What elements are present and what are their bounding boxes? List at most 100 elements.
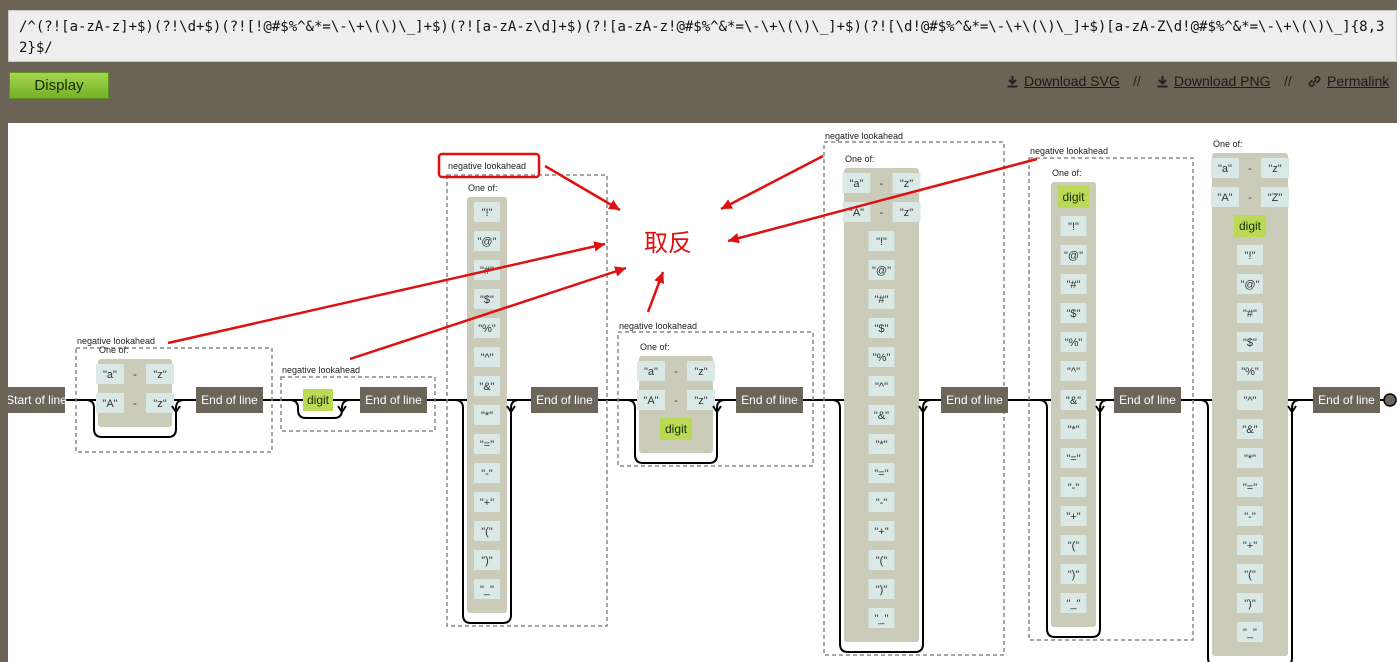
literal-text: "%" (478, 323, 496, 335)
literal-box (868, 231, 895, 251)
literal-text: "a" (103, 369, 117, 381)
literal-text: "+" (1243, 540, 1257, 552)
annotation-text: 取反 (644, 229, 692, 257)
one-of-label: One of: (1213, 139, 1243, 149)
literal-box (146, 393, 174, 413)
range-dash: - (674, 366, 678, 378)
literal-text: "-" (1068, 482, 1080, 494)
rail-line (454, 399, 520, 624)
literal-text: "&" (1242, 424, 1257, 436)
literal-box (1060, 274, 1087, 294)
lookahead-box (1028, 157, 1194, 641)
rail-line (506, 405, 516, 413)
literal-text: "%" (1241, 366, 1259, 378)
literal-text: "+" (480, 497, 494, 509)
literal-text: "@" (1064, 250, 1083, 262)
lookahead-box (75, 347, 273, 453)
literal-text: "a" (1218, 163, 1232, 175)
literal-text: "_" (875, 613, 889, 625)
literal-box (892, 202, 921, 222)
display-button[interactable]: Display (9, 72, 109, 99)
start-terminal-label: Start of line (8, 393, 67, 407)
literal-box (474, 231, 500, 251)
literal-box (842, 202, 871, 222)
digit-text: digit (307, 393, 330, 407)
literal-text: "A" (1217, 192, 1232, 204)
literal-text: "A" (102, 398, 117, 410)
download-svg-link[interactable]: Download SVG (1006, 73, 1120, 89)
end-dot (1383, 393, 1397, 407)
literal-text: "#" (1243, 308, 1257, 320)
literal-text: "z" (694, 395, 707, 407)
download-png-link[interactable]: Download PNG (1156, 73, 1271, 89)
literal-text: "=" (1066, 453, 1080, 465)
range-dash: - (133, 369, 137, 381)
one-of-label: One of: (468, 183, 498, 193)
regex-input[interactable]: /^(?![a-zA-z]+$)(?!\d+$)(?![!@#$%^&*=\-\… (8, 10, 1397, 62)
literal-box (474, 347, 500, 367)
end-terminal-label: End of line (1119, 393, 1176, 407)
literal-box (637, 390, 665, 410)
literal-box (1237, 361, 1263, 381)
rail-line (626, 399, 726, 464)
literal-box (474, 202, 500, 222)
one-of-label: One of: (99, 345, 129, 355)
download-svg-label: Download SVG (1024, 73, 1120, 89)
literal-box (474, 550, 500, 570)
lookahead-box (280, 376, 436, 432)
literal-box (474, 318, 500, 338)
range-dash: - (1248, 192, 1252, 204)
rail-line (727, 157, 1038, 243)
range-dash: - (1248, 163, 1252, 175)
literal-text: "=" (1243, 482, 1257, 494)
literal-box (1237, 245, 1263, 265)
literal-text: ")" (1068, 569, 1080, 581)
literal-box (637, 361, 665, 381)
literal-box (96, 393, 124, 413)
literal-box (1237, 477, 1263, 497)
end-terminal-label: End of line (1318, 393, 1375, 407)
literal-text: "(" (876, 555, 888, 567)
literal-box (474, 289, 500, 309)
one-of-label: One of: (640, 342, 670, 352)
literal-text: "+" (874, 526, 888, 538)
one-of-label: One of: (1052, 168, 1082, 178)
literal-box (474, 579, 500, 599)
literal-box (1237, 332, 1263, 352)
literal-box (474, 434, 500, 454)
literal-text: "z" (153, 398, 166, 410)
rail-line (1038, 399, 1109, 638)
literal-text: "#" (875, 294, 889, 306)
literal-text: "*" (481, 410, 493, 422)
rail-line (831, 399, 932, 653)
literal-text: "(" (481, 526, 493, 538)
rail-line (85, 399, 185, 438)
lookahead-label: negative lookahead (448, 161, 526, 171)
literal-box (1060, 245, 1087, 265)
permalink-link[interactable]: Permalink (1307, 73, 1389, 89)
literal-text: "Z" (1268, 192, 1283, 204)
digit-text: digit (1239, 219, 1262, 233)
literal-text: "*" (1067, 424, 1079, 436)
literal-text: "*" (1244, 453, 1256, 465)
range-dash: - (674, 395, 678, 407)
literal-text: "-" (876, 497, 888, 509)
literal-text: ")" (1244, 598, 1256, 610)
literal-box (1060, 448, 1087, 468)
end-terminal (360, 387, 427, 413)
literal-box (868, 260, 895, 280)
literal-box (1060, 564, 1087, 584)
link-icon (1308, 75, 1321, 87)
annotation-arrowhead (614, 266, 626, 277)
literal-box (1211, 187, 1239, 207)
annotation-highlight-box (437, 152, 541, 179)
literal-text: "a" (850, 178, 864, 190)
literal-box (892, 173, 921, 193)
literal-text: "@" (872, 265, 891, 277)
end-terminal-label: End of line (946, 393, 1003, 407)
literal-box (868, 376, 895, 396)
literal-box (868, 608, 895, 628)
rail-line (712, 405, 722, 413)
literal-text: "=" (874, 468, 888, 480)
